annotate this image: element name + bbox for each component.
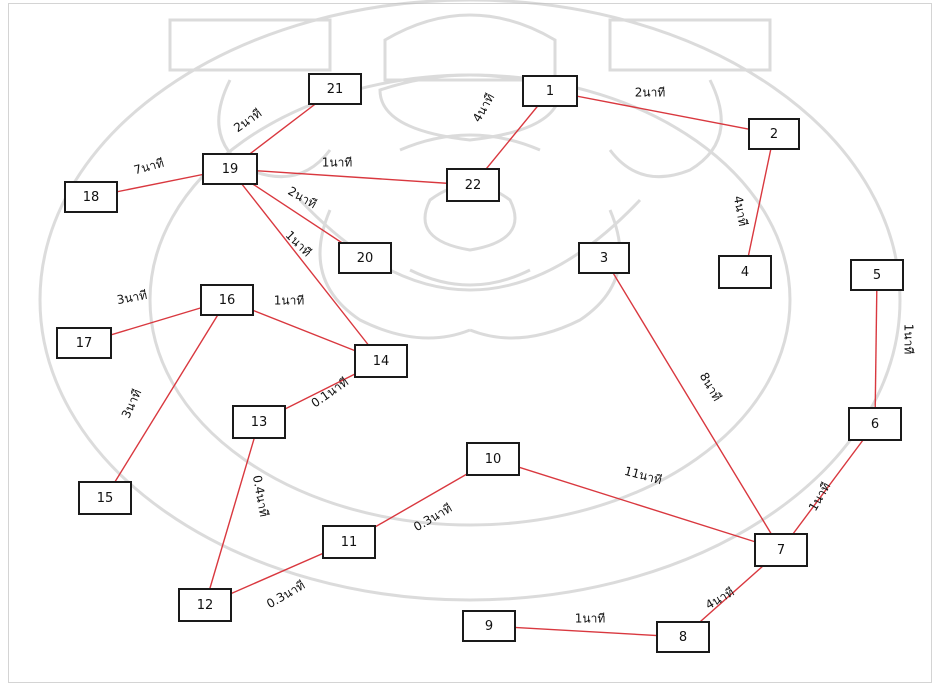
node-8: 8 (656, 621, 710, 653)
edge-label-14-13: 0.1นาที (309, 375, 351, 411)
edge-5-6 (874, 274, 878, 425)
node-20: 20 (338, 242, 392, 274)
edge-label-13-12: 0.4นาที (250, 474, 271, 518)
edge-label-19-21: 2นาที (231, 106, 264, 135)
node-4: 4 (718, 255, 772, 289)
edge-10-7 (492, 458, 782, 551)
edge-9-8 (488, 625, 684, 638)
edge-label-10-7: 11นาที (623, 464, 664, 487)
edge-label-9-8: 1นาที (575, 612, 606, 626)
node-1: 1 (522, 75, 578, 107)
edge-label-22-1: 4นาที (470, 91, 497, 124)
node-15: 15 (78, 481, 132, 515)
edge-label-16-14: 1นาที (274, 294, 305, 308)
node-6: 6 (848, 407, 902, 441)
node-12: 12 (178, 588, 232, 622)
edge-label-19-22: 1นาที (322, 156, 353, 170)
edge-label-2-4: 4นาที (731, 195, 750, 228)
node-19: 19 (202, 153, 258, 185)
node-7: 7 (754, 533, 808, 567)
node-17: 17 (56, 327, 112, 359)
edge-label-3-7: 8นาที (697, 370, 724, 403)
edge-label-12-11: 0.3นาที (264, 578, 307, 611)
edge-label-5-6: 1นาที (902, 324, 916, 355)
node-22: 22 (446, 168, 500, 202)
edge-19-14 (229, 168, 382, 362)
edge-label-16-15: 3นาที (119, 387, 145, 421)
edge-label-18-19: 7นาที (132, 156, 165, 177)
node-11: 11 (322, 525, 376, 559)
edge-label-1-2: 2นาที (635, 86, 666, 100)
node-13: 13 (232, 405, 286, 439)
node-14: 14 (354, 344, 408, 378)
node-2: 2 (748, 118, 800, 150)
edge-3-7 (603, 257, 782, 551)
node-18: 18 (64, 181, 118, 213)
edge-6-7 (780, 423, 876, 551)
node-3: 3 (578, 242, 630, 274)
node-10: 10 (466, 442, 520, 476)
edge-label-17-16: 3นาที (116, 288, 149, 307)
node-21: 21 (308, 73, 362, 105)
node-16: 16 (200, 284, 254, 316)
node-5: 5 (850, 259, 904, 291)
edge-label-11-10: 0.3นาที (411, 501, 454, 534)
edge-2-4 (744, 133, 775, 273)
edge-label-19-14: 1นาที (283, 228, 315, 260)
edge-19-22 (229, 168, 474, 186)
edge-label-6-7: 1นาที (806, 480, 833, 513)
edge-1-2 (549, 90, 775, 135)
node-9: 9 (462, 610, 516, 642)
edge-13-12 (204, 421, 260, 606)
edge-label-19-20: 2นาที (286, 184, 319, 211)
edge-label-7-8: 4นาที (703, 585, 736, 612)
edge-16-15 (104, 299, 228, 499)
page-frame (8, 3, 932, 683)
